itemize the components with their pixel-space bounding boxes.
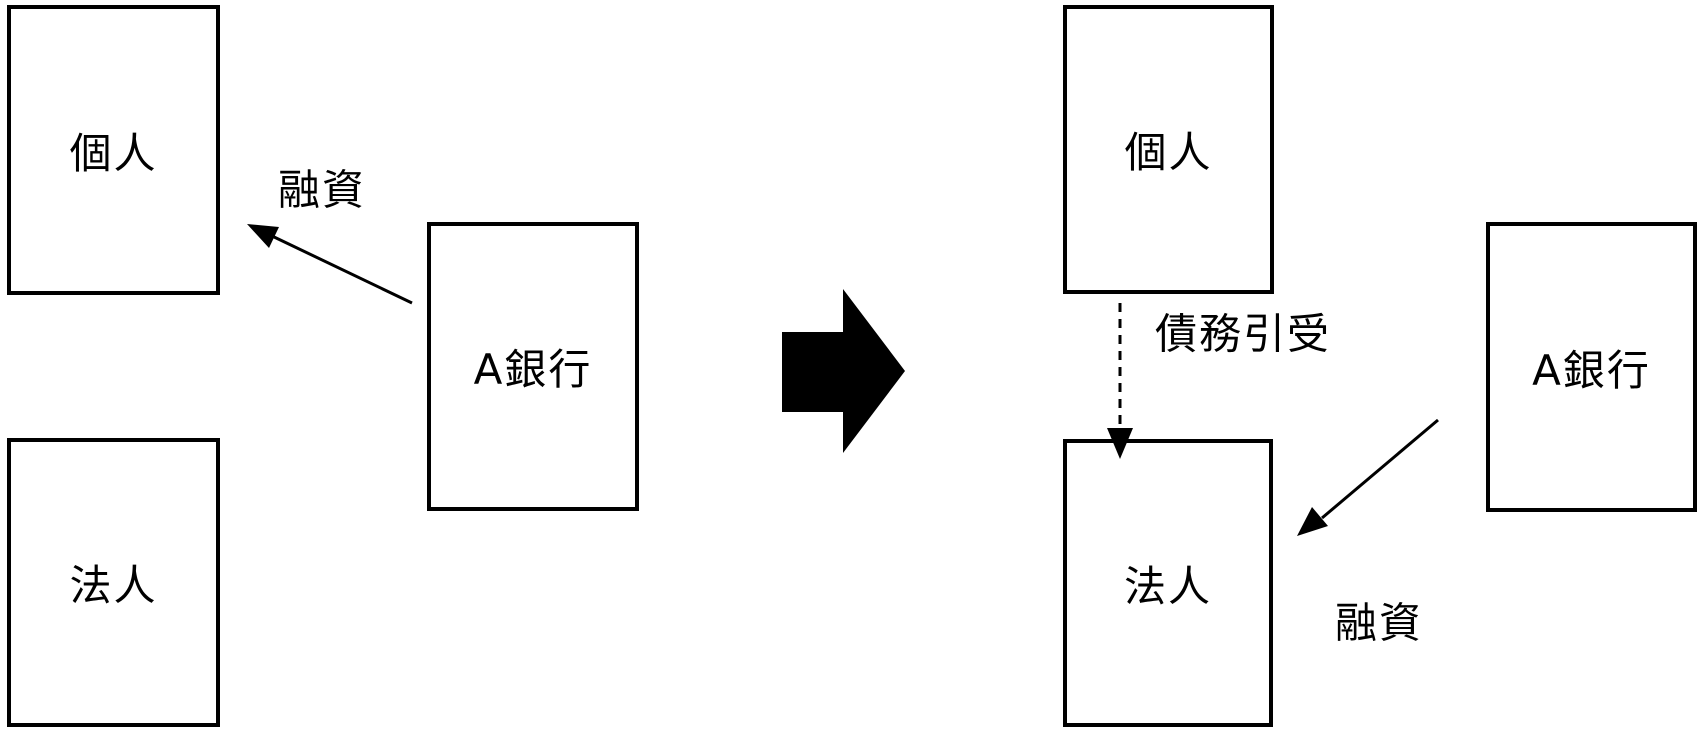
after-corporation-label: 法人 bbox=[1123, 561, 1212, 611]
debt-assumption-arrow-label: 債務引受 bbox=[1154, 309, 1332, 359]
before-loan-arrowhead-icon bbox=[247, 224, 279, 248]
before-individual-label: 個人 bbox=[69, 128, 158, 178]
before-individual-box: 個人 bbox=[7, 5, 220, 295]
after-loan-arrow-label: 融資 bbox=[1334, 598, 1424, 648]
before-loan-arrow bbox=[247, 224, 413, 305]
after-bank-label: A銀行 bbox=[1532, 345, 1651, 395]
after-corporation-box: 法人 bbox=[1063, 439, 1273, 727]
after-loan-arrow bbox=[1297, 418, 1439, 536]
debt-assumption-arrow bbox=[1107, 303, 1133, 459]
before-bank-label: A銀行 bbox=[473, 345, 593, 394]
before-loan-arrow-label: 融資 bbox=[277, 165, 367, 215]
before-bank-box: A銀行 bbox=[427, 222, 639, 511]
before-corporation-box: 法人 bbox=[7, 438, 220, 727]
after-loan-arrowhead-icon bbox=[1297, 507, 1328, 536]
after-individual-box: 個人 bbox=[1063, 5, 1274, 294]
transition-right-arrow-icon bbox=[782, 289, 905, 453]
before-corporation-label: 法人 bbox=[69, 561, 158, 610]
after-individual-label: 個人 bbox=[1124, 128, 1213, 177]
after-bank-box: A銀行 bbox=[1486, 222, 1697, 512]
